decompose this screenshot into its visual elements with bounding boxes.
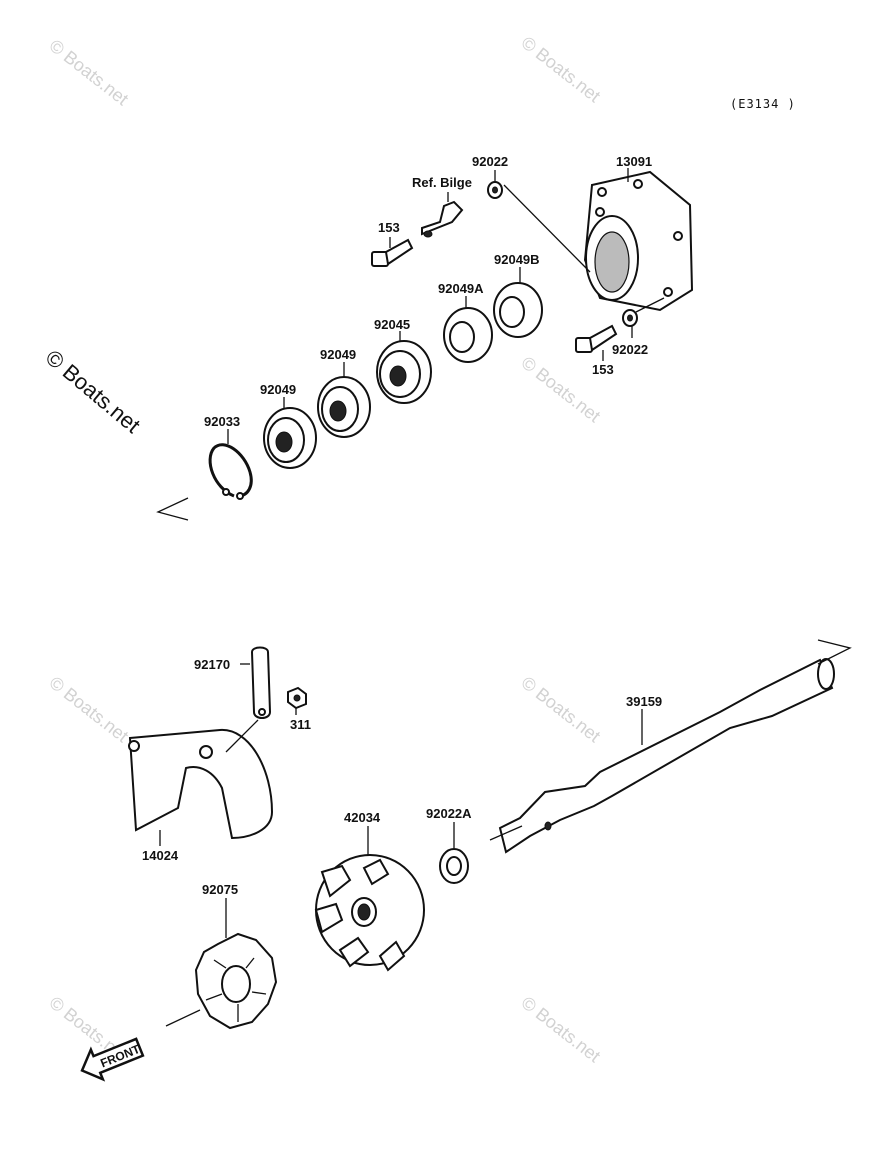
bearing-92045 [376, 340, 432, 404]
damper-92075 [194, 932, 278, 1030]
direction-arrow-shaft [817, 639, 852, 665]
ref-bilge-label: Ref. Bilge [412, 175, 472, 190]
washer-92022-top [487, 181, 503, 199]
part-label-92045: 92045 [374, 317, 410, 332]
bearing-92049A [443, 307, 493, 363]
watermark-text: © Boats.net [41, 345, 145, 438]
part-label-92022-right: 92022 [612, 342, 648, 357]
part-label-14024: 14024 [142, 848, 179, 863]
part-label-311: 311 [290, 717, 311, 732]
bolt-153-right [575, 324, 618, 353]
watermark-text: © Boats.net [518, 992, 605, 1066]
part-label-13091: 13091 [616, 154, 652, 169]
diagram-code: (E3134 ) [730, 97, 796, 111]
part-label-92049A: 92049A [438, 281, 484, 296]
cover-14024 [128, 728, 274, 840]
bearing-92049-lower [263, 407, 317, 469]
washer-92022A [439, 848, 469, 884]
nut-311 [287, 686, 307, 710]
part-label-92022-top: 92022 [472, 154, 508, 169]
circlip-92033 [208, 443, 253, 500]
direction-arrow-top [156, 497, 189, 521]
watermark-text: © Boats.net [518, 672, 605, 746]
bearing-92049B [493, 282, 543, 338]
bolt-153-top [371, 238, 414, 267]
leader-92075 [165, 1009, 201, 1027]
part-label-92049-upper: 92049 [320, 347, 356, 362]
shaft-39159 [489, 658, 835, 854]
part-label-92049B: 92049B [494, 252, 540, 267]
part-label-153-top: 153 [378, 220, 400, 235]
housing-13091 [583, 170, 694, 312]
part-label-92049-lower: 92049 [260, 382, 296, 397]
front-arrow: FRONT [80, 1037, 145, 1082]
bilge-bracket [421, 200, 464, 238]
strap-92170 [250, 646, 272, 719]
part-label-153-right: 153 [592, 362, 614, 377]
part-label-39159: 39159 [626, 694, 662, 709]
washer-92022-right [622, 309, 638, 327]
watermark-text: © Boats.net [46, 35, 133, 109]
part-label-42034: 42034 [344, 810, 381, 825]
bearing-92049-upper [317, 376, 371, 438]
part-label-92170: 92170 [194, 657, 230, 672]
watermark-text: © Boats.net [46, 672, 133, 746]
part-label-92033: 92033 [204, 414, 240, 429]
coupling-42034 [314, 854, 425, 972]
part-label-92075: 92075 [202, 882, 238, 897]
part-label-92022A: 92022A [426, 806, 472, 821]
watermark-text: © Boats.net [518, 32, 605, 106]
